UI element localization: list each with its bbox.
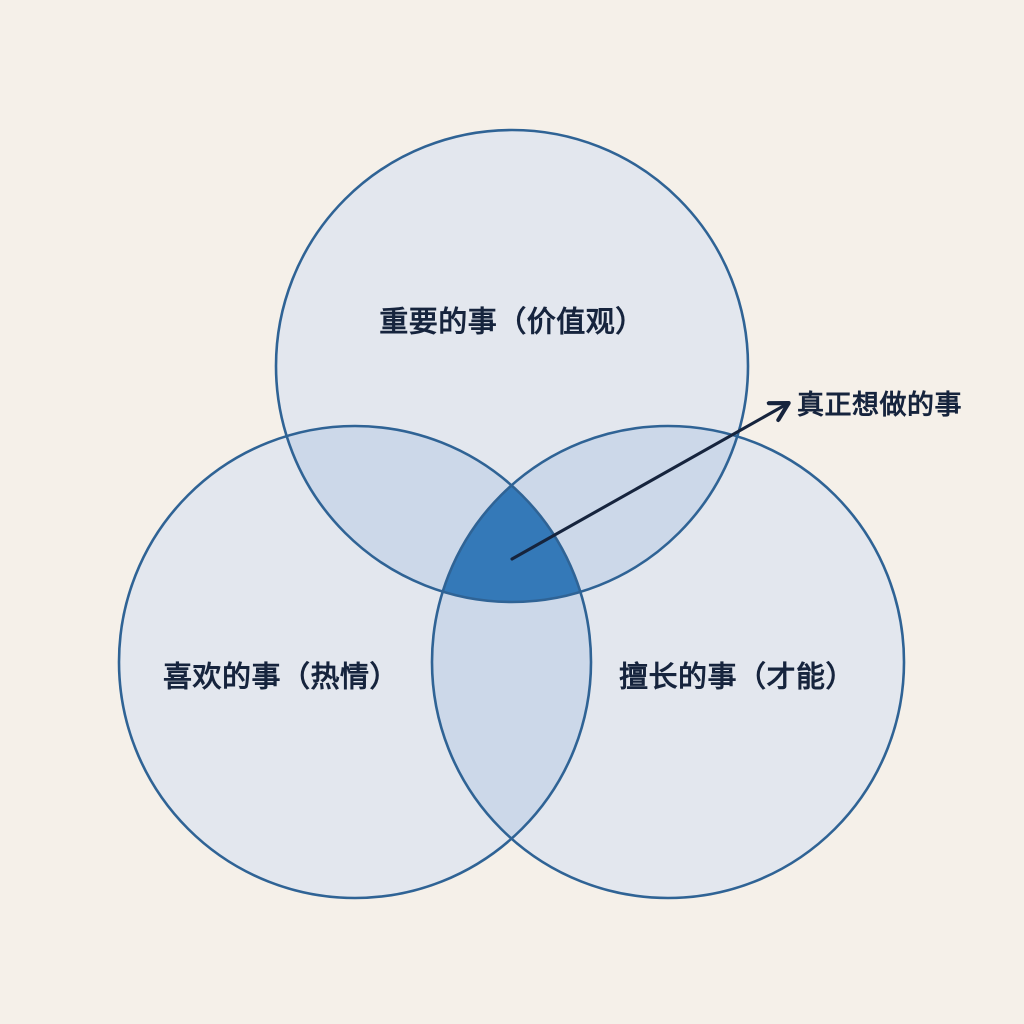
circle-label-passion: 喜欢的事（热情） bbox=[163, 660, 399, 694]
circle-label-talent: 擅长的事（才能） bbox=[619, 660, 855, 694]
callout-leader-line bbox=[510, 404, 787, 561]
circle-outline-values[interactable] bbox=[274, 128, 750, 604]
venn-circle-outlines bbox=[117, 128, 906, 900]
circle-label-values: 重要的事（价值观） bbox=[379, 305, 645, 339]
circle-outline-passion[interactable] bbox=[117, 424, 593, 900]
circle-outline-talent[interactable] bbox=[430, 424, 906, 900]
callout-label: 真正想做的事 bbox=[797, 389, 962, 420]
